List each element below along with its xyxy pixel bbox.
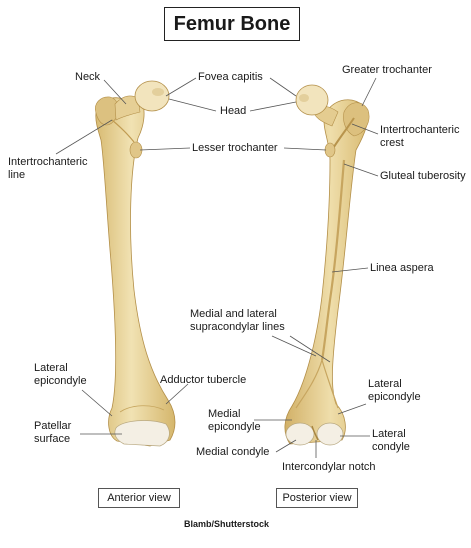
leader-fovea-ant [165, 77, 197, 97]
leader-lines [55, 77, 379, 458]
label-intertrochanteric-crest: Intertrochanteric crest [380, 124, 459, 150]
leader-medial-condyle [275, 439, 297, 453]
label-linea-aspera: Linea aspera [370, 262, 434, 274]
label-supracondylar-lines: Medial and lateral supracondylar lines [190, 308, 285, 334]
label-patellar-surface: Patellar surface [34, 420, 71, 446]
page-title: Femur Bone [164, 7, 300, 41]
label-medial-condyle: Medial condyle [196, 446, 270, 458]
anterior-femur-body [95, 97, 176, 447]
label-intertrochanteric-line-2: line [8, 169, 26, 181]
label-intertrochanteric-line: Intertrochanteric line [8, 156, 87, 182]
label-lateral-condyle-1: Lateral [372, 428, 406, 440]
anterior-fovea [152, 88, 164, 96]
leader-lesser-trochanter-ant [139, 147, 191, 151]
posterior-femur-body [284, 99, 369, 445]
leader-supracondylar-2 [289, 335, 331, 363]
label-fovea-capitis: Fovea capitis [198, 71, 263, 83]
linea-aspera-ridge [320, 159, 346, 361]
leader-lateral-epicondyle-ant [81, 389, 113, 417]
posterior-medial-condyle [285, 422, 315, 446]
anterior-neck [114, 95, 141, 121]
label-lateral-condyle-2: condyle [372, 441, 410, 453]
label-lateral-epicondyle-posterior-1: Lateral [368, 378, 402, 390]
posterior-lesser-trochanter [324, 142, 336, 158]
anterior-femur [95, 80, 176, 447]
label-lateral-condyle: Lateral condyle [372, 428, 410, 454]
lateral-supracondylar-ridge [321, 359, 339, 409]
anterior-view-caption: Anterior view [98, 488, 180, 508]
label-supracondylar-2: supracondylar lines [190, 321, 285, 333]
label-greater-trochanter: Greater trochanter [342, 64, 432, 76]
leader-fovea-post [269, 77, 297, 97]
label-lateral-epicondyle-anterior-1: Lateral [34, 362, 68, 374]
label-lateral-epicondyle-anterior-2: epicondyle [34, 375, 87, 387]
label-intertrochanteric-crest-2: crest [380, 137, 404, 149]
leader-lateral-epicondyle-post [337, 403, 367, 415]
label-lesser-trochanter: Lesser trochanter [192, 142, 278, 154]
label-medial-epicondyle-2: epicondyle [208, 421, 261, 433]
posterior-fovea [299, 94, 309, 102]
posterior-intercondylar-notch [311, 425, 319, 441]
anterior-head [134, 80, 170, 112]
leader-greater-trochanter [361, 77, 377, 107]
medial-supracondylar-ridge [295, 359, 323, 409]
leader-intertrochanteric-line [55, 119, 113, 155]
label-intertrochanteric-crest-1: Intertrochanteric [380, 124, 460, 136]
leader-neck [103, 79, 127, 105]
label-patellar-surface-2: surface [34, 433, 71, 445]
image-credit: Blamb/Shutterstock [184, 519, 270, 529]
leader-linea-aspera [331, 267, 369, 273]
posterior-head [295, 84, 329, 116]
leader-adductor-tubercle [165, 383, 189, 405]
label-supracondylar-1: Medial and lateral [190, 308, 277, 320]
posterior-view-caption: Posterior view [276, 488, 358, 508]
label-lateral-epicondyle-posterior: Lateral epicondyle [368, 378, 421, 404]
label-gluteal-tuberosity: Gluteal tuberosity [380, 170, 466, 182]
label-intertrochanteric-line-1: Intertrochanteric [8, 156, 88, 168]
leader-head-ant [168, 98, 217, 112]
anterior-intertrochanteric-ridge [111, 119, 135, 143]
label-lateral-epicondyle-anterior: Lateral epicondyle [34, 362, 87, 388]
anterior-patellar-surface [114, 420, 170, 447]
label-medial-epicondyle-1: Medial [208, 408, 241, 420]
label-intercondylar-notch: Intercondylar notch [282, 461, 376, 473]
leader-lesser-trochanter-post [283, 147, 327, 151]
anterior-distal-ridge [119, 405, 165, 413]
posterior-lateral-condyle [316, 422, 344, 446]
leader-supracondylar-1 [271, 335, 317, 357]
label-neck: Neck [75, 71, 101, 83]
label-lateral-epicondyle-posterior-2: epicondyle [368, 391, 421, 403]
leader-gluteal-tuberosity [343, 163, 379, 177]
posterior-femur [284, 84, 370, 446]
leader-intertrochanteric-crest [351, 123, 379, 135]
leader-head-post [249, 101, 297, 112]
label-adductor-tubercle: Adductor tubercle [160, 374, 247, 386]
label-medial-epicondyle: Medial epicondyle [208, 408, 261, 434]
label-head: Head [220, 105, 247, 117]
label-patellar-surface-1: Patellar [34, 420, 72, 432]
